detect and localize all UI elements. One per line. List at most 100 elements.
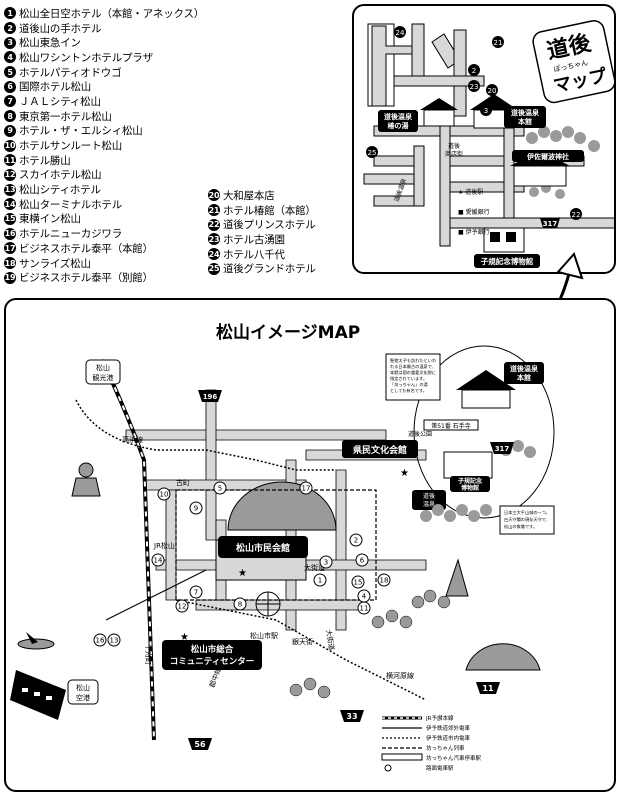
airport-label-1: 松山 <box>76 683 90 692</box>
hotel-marker-14[interactable] <box>151 553 165 567</box>
kominkaikan-label: 松山市民会館 <box>236 542 290 554</box>
hotel-number-badge: 1 <box>4 7 16 20</box>
inset-isaniwa-label: 伊佐爾波神社 <box>526 152 569 161</box>
legend-4: 坊っちゃん列車 <box>426 744 465 752</box>
legend-2: 伊予鉄道郊外電車 <box>426 724 471 732</box>
hotel-marker-label: 4 <box>362 593 367 601</box>
hotel-marker-7[interactable] <box>189 585 203 599</box>
matsuyamashi-label: 松山市駅 <box>250 631 278 640</box>
hotel-marker-17[interactable] <box>299 481 313 495</box>
hotel-name: サンライズ松山 <box>19 257 91 270</box>
hotel-name: スカイホテル松山 <box>19 169 102 182</box>
dogo-note-6: としても有名です。 <box>390 387 427 394</box>
svg-text:20: 20 <box>488 87 497 95</box>
dogo-inset-map[interactable]: 道後温泉 椿の湯 道後温泉 本館 伊佐爾波神社 子規記念博物館 道後 商店街 ★… <box>352 4 616 274</box>
hotel-name: 東横イン松山 <box>19 213 81 226</box>
airport-label-2: 空港 <box>76 693 90 702</box>
hotel-name: ホテルパティオドウゴ <box>19 66 122 79</box>
inset-route-317: 317 <box>540 218 560 228</box>
hotel-marker-label: 12 <box>178 603 187 611</box>
hotel-marker-12[interactable] <box>175 599 189 613</box>
hotel-marker-16[interactable] <box>93 633 107 647</box>
hotel-number-badge: 16 <box>4 227 16 240</box>
hotel-number-badge: 9 <box>4 124 16 137</box>
hotel-name: ＪＡＬシティ松山 <box>19 95 101 108</box>
svg-text:2: 2 <box>472 67 476 75</box>
hotel-marker-15[interactable] <box>351 575 365 589</box>
castle-note-1: 日本三大平山城の一つ。 <box>504 509 550 516</box>
ohkaido-label: 大街道 <box>304 563 325 572</box>
hotel-marker-13[interactable] <box>107 633 121 647</box>
dogo-note-2: れる日本最古の温泉で、 <box>390 363 436 370</box>
hotel-name: ホテル勝山 <box>19 154 71 167</box>
hotel-marker-label: 15 <box>354 579 363 587</box>
main-map-title: 松山イメージMAP <box>216 322 360 343</box>
runway <box>10 670 66 720</box>
inset-marker-23 <box>468 80 480 92</box>
hotel-number-badge: 14 <box>4 198 16 211</box>
svg-text:3: 3 <box>484 107 488 115</box>
yokogawara-label: 横河原線 <box>386 671 414 680</box>
hotel-name: ホテル・ザ・エルシィ松山 <box>19 125 143 138</box>
hotel-name: ホテルサンルート松山 <box>19 140 122 153</box>
dogo-station-1: 道後 <box>423 492 435 500</box>
hotel-marker-1[interactable] <box>313 573 327 587</box>
community-box <box>162 640 262 670</box>
hotel-marker-10[interactable] <box>157 487 171 501</box>
route-11: 11 <box>476 682 500 694</box>
svg-text:317: 317 <box>543 220 558 228</box>
dogo-park-label: 道後公園 <box>408 430 432 438</box>
matsuyama-main-map[interactable]: 松山イメージMAP 松山市民会館 ★ <box>4 298 616 792</box>
hotel-marker-label: 6 <box>360 557 365 565</box>
hotel-marker-label: 13 <box>110 637 119 645</box>
hotel-marker-label: 5 <box>218 485 222 493</box>
main-map-svg: 松山イメージMAP 松山市民会館 ★ <box>10 322 555 772</box>
honkan-label-2: 本館 <box>516 373 531 382</box>
hotel-number-badge: 11 <box>4 154 16 167</box>
dogo-area <box>413 345 555 519</box>
dogo-note-1: 聖徳太子も訪れたといわ <box>390 357 436 364</box>
hill-icon <box>465 643 541 671</box>
hotel-marker-18[interactable] <box>377 573 391 587</box>
hotel-marker-11[interactable] <box>357 601 371 615</box>
airport-rail-box <box>85 359 121 385</box>
suburban-rail <box>75 399 336 471</box>
hotel-name: 大和屋本店 <box>223 189 275 202</box>
ferris-wheel-icon <box>255 591 281 617</box>
hotel-marker-2[interactable] <box>349 533 363 547</box>
hotel-marker-3[interactable] <box>319 555 333 569</box>
hotel-marker-label: 2 <box>354 537 358 545</box>
inset-marker-3 <box>480 104 492 116</box>
inset-marker-21 <box>492 36 504 48</box>
svg-text:33: 33 <box>346 712 357 721</box>
dogo-note-box <box>385 353 441 401</box>
hotel-name: 松山ターミナルホテル <box>19 198 122 211</box>
hotel-marker-label: 8 <box>238 601 242 609</box>
route-56: 56 <box>188 738 212 750</box>
shiki-building <box>443 451 493 479</box>
hotel-number-badge: 3 <box>4 36 16 49</box>
inset-honkan-label-2: 本館 <box>517 117 532 126</box>
hotel-marker-label: 3 <box>324 559 328 567</box>
hotel-marker-5[interactable] <box>213 481 227 495</box>
hotel-marker-6[interactable] <box>355 553 369 567</box>
kofu-label: 古町 <box>176 478 190 487</box>
hotel-marker-9[interactable] <box>189 501 203 515</box>
hotel-name: ホテル古湧園 <box>223 233 285 246</box>
hotel-marker-8[interactable] <box>233 597 247 611</box>
okaido-road-label: 大街道 <box>324 629 337 651</box>
legend-1: JR予讃本線 <box>425 714 454 722</box>
dogo-note-5: 「坊っちゃん」の湯 <box>390 381 429 388</box>
